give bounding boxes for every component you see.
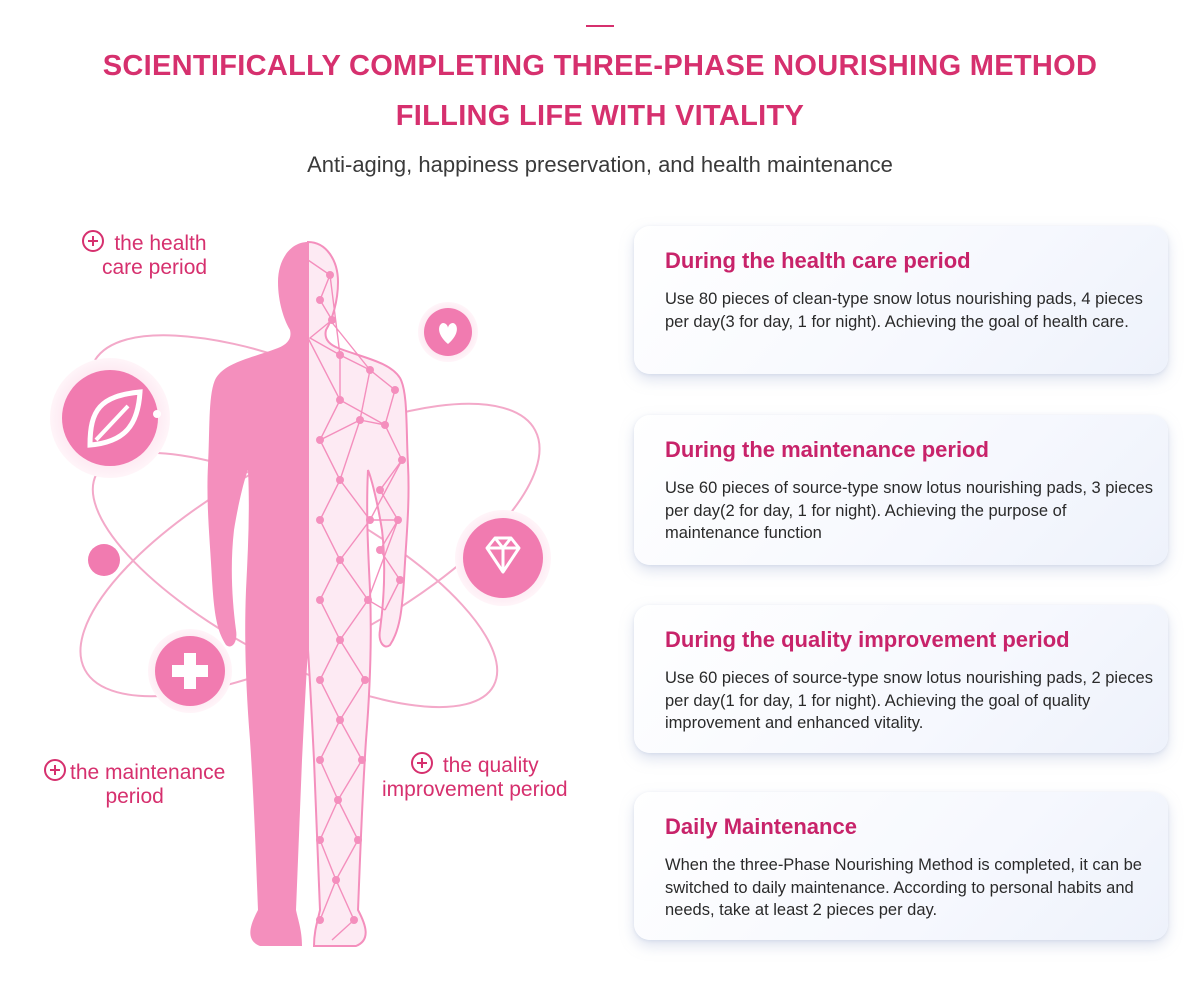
card-maintenance-period: During the maintenance period Use 60 pie… [634,415,1168,565]
card-daily-maintenance: Daily Maintenance When the three-Phase N… [634,792,1168,940]
card-title: During the health care period [665,248,971,273]
plus-circle-icon [44,759,66,781]
headline-line-2: FILLING LIFE WITH VITALITY [395,100,805,132]
diamond-icon [455,510,551,606]
dot-icon [88,544,120,576]
plus-icon [148,629,232,713]
plus-circle-icon [82,230,105,252]
label-health-care-period: the health care period [82,230,207,280]
card-quality-improvement-period: During the quality improvement period Us… [634,605,1168,753]
top-divider [586,25,614,27]
label-quality-improvement-period: the quality improvement period [382,752,568,801]
headline-line-1: SCIENTIFICALLY COMPLETING THREE-PHASE NO… [102,50,1098,82]
card-title: During the maintenance period [665,437,989,462]
leaf-icon [50,358,170,478]
card-text: Use 60 pieces of source-type snow lotus … [665,479,1153,542]
label-maintenance-period: the maintenance period [44,759,225,809]
wireframe-nodes [316,271,406,924]
body-solid-half [207,242,308,946]
card-text: Use 60 pieces of source-type snow lotus … [665,669,1153,732]
subtitle: Anti-aging, happiness preservation, and … [307,152,893,177]
card-text: Use 80 pieces of clean-type snow lotus n… [665,290,1143,331]
card-text: When the three-Phase Nourishing Method i… [665,856,1142,919]
card-health-care-period: During the health care period Use 80 pie… [634,226,1168,374]
plus-circle-icon [411,752,433,774]
heart-icon [418,302,478,362]
card-title: During the quality improvement period [665,627,1070,652]
card-title: Daily Maintenance [665,814,857,839]
human-figure-illustration [50,240,551,947]
